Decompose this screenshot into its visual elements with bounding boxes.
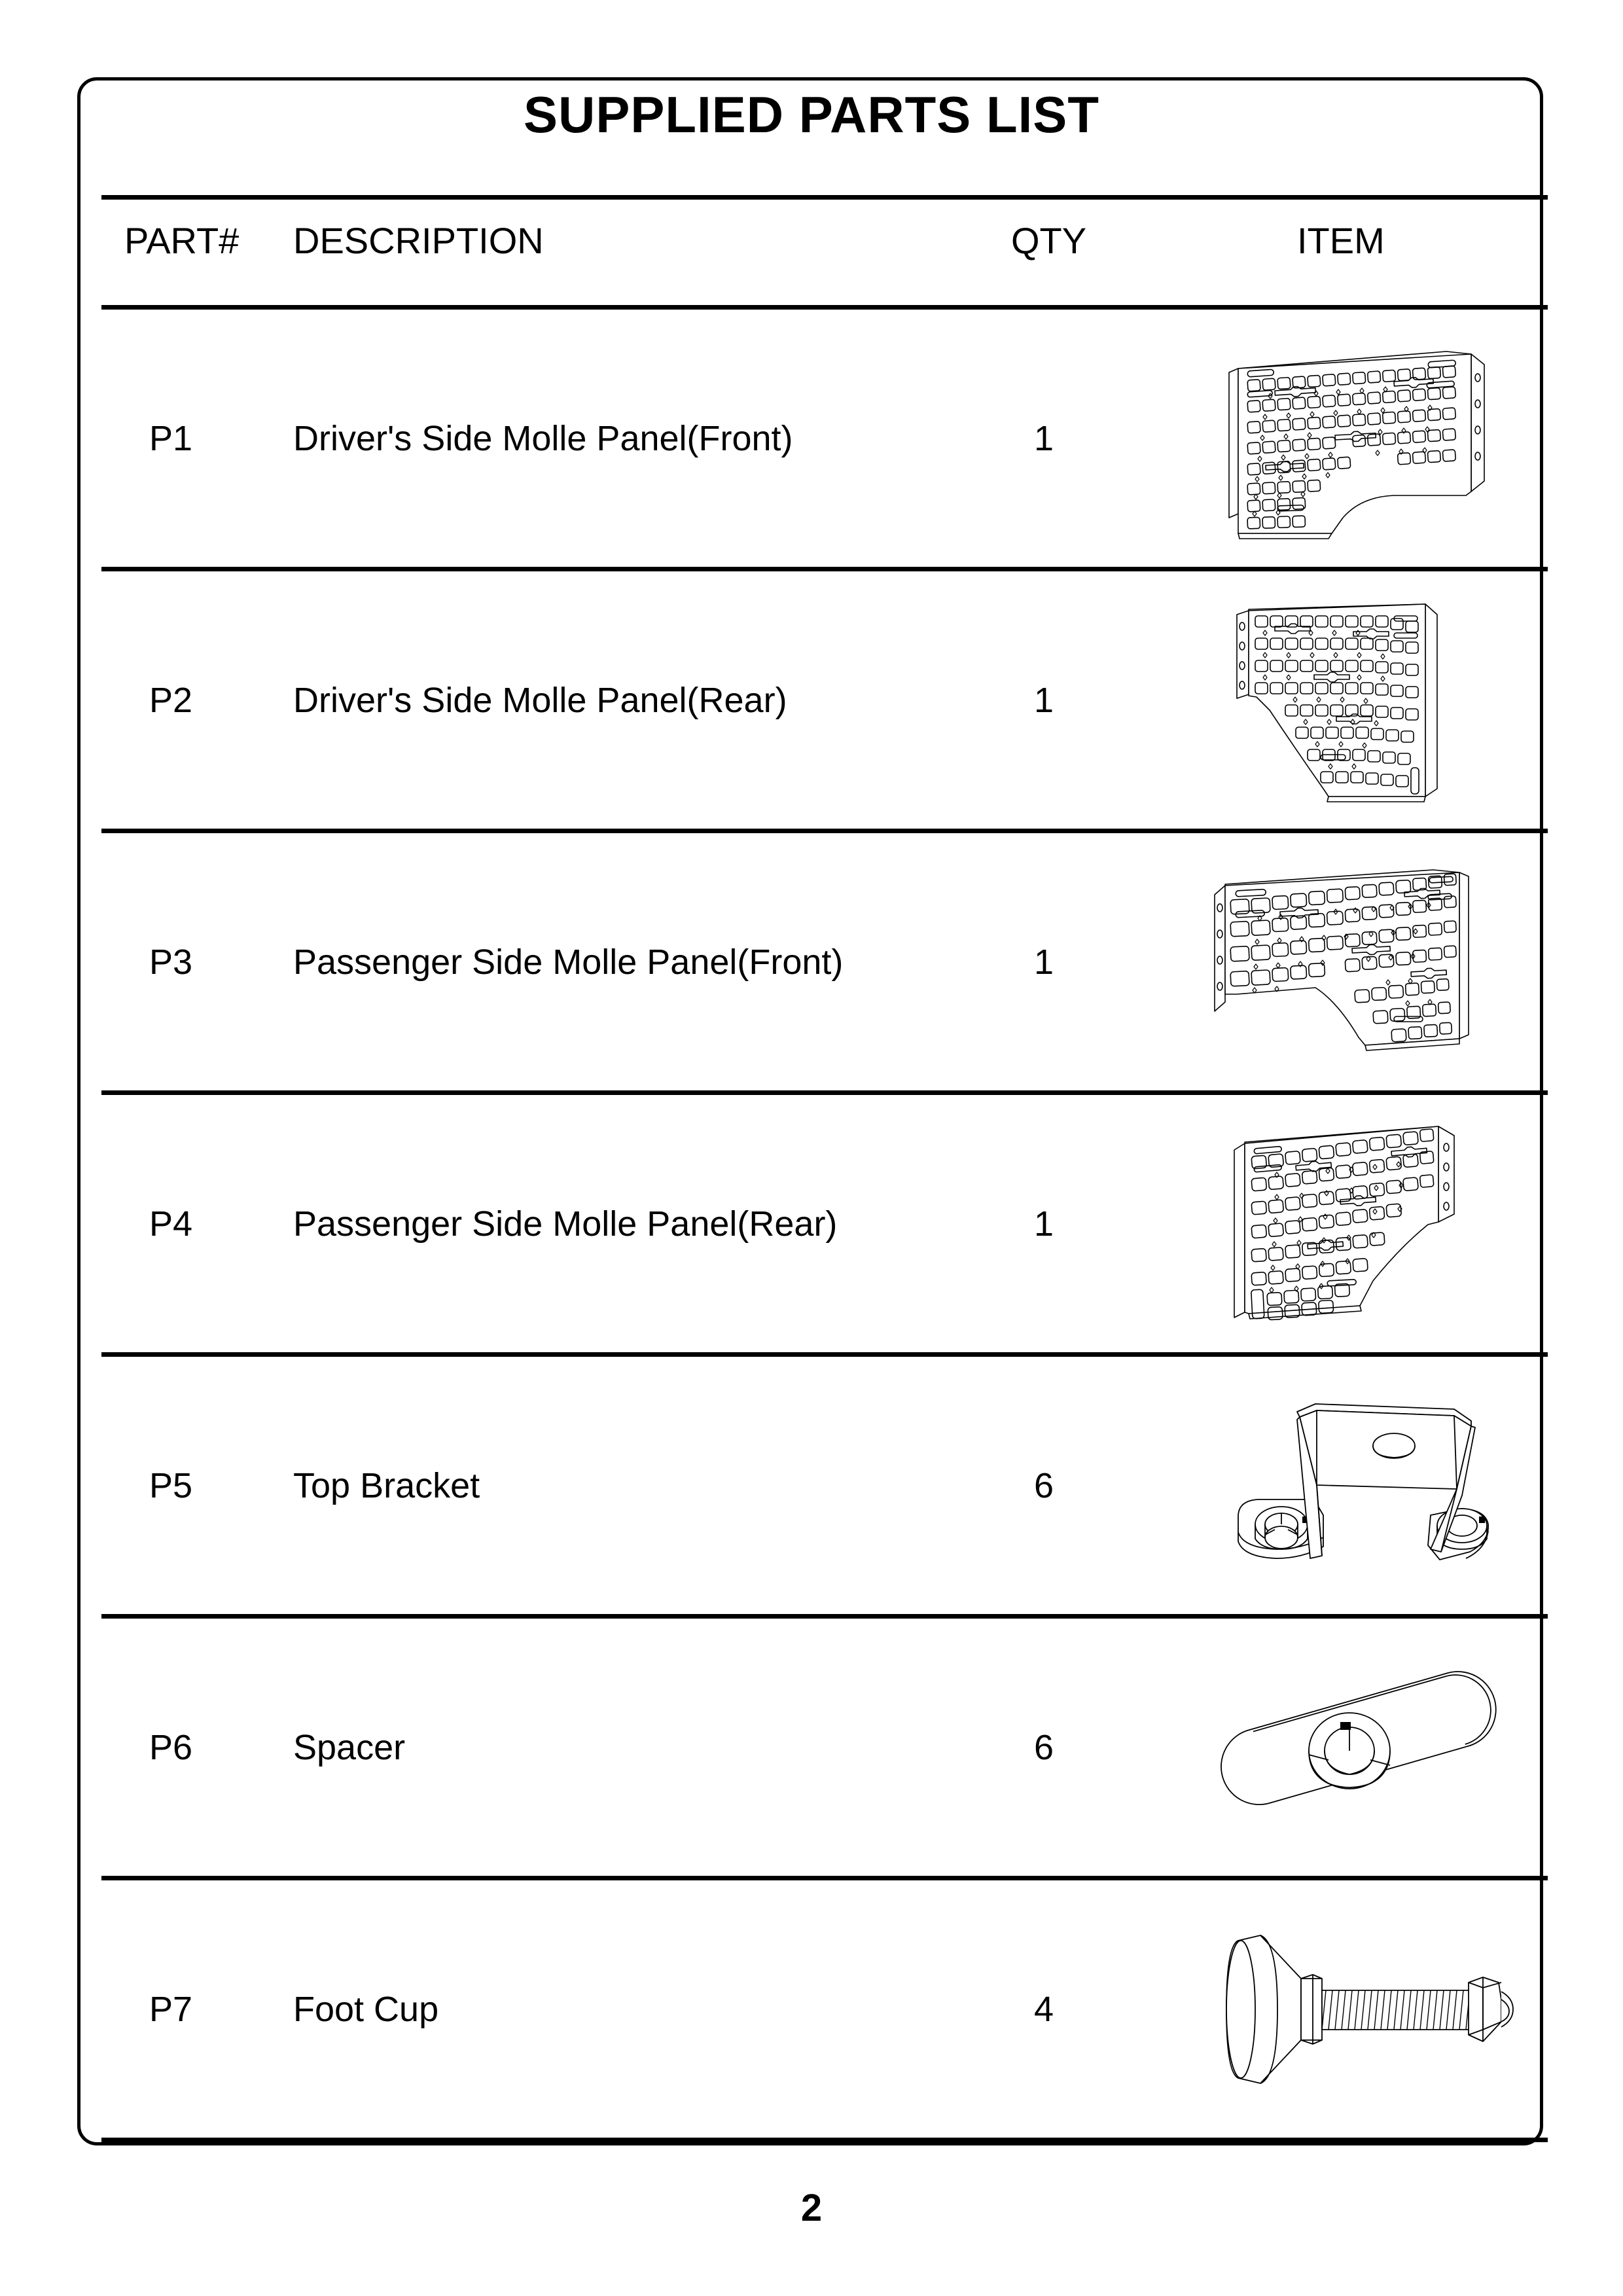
- row-separator-6: [101, 1876, 1548, 1880]
- page-number: 2: [800, 2187, 823, 2229]
- molle-panel-passenger-front-icon: [1198, 854, 1525, 1070]
- row-separator-4: [101, 1352, 1548, 1357]
- table-row: P4 Passenger Side Molle Panel(Rear) 1: [0, 1093, 1623, 1355]
- cell-description: Driver's Side Molle Panel(Rear): [293, 681, 787, 720]
- cell-description: Passenger Side Molle Panel(Front): [293, 942, 844, 982]
- cell-quantity: 1: [1034, 419, 1054, 458]
- table-row: P6 Spacer 6: [0, 1617, 1623, 1878]
- table-bottom-rule: [101, 2138, 1548, 2142]
- table-header-rule: [101, 305, 1548, 310]
- cell-quantity: 1: [1034, 942, 1054, 982]
- top-bracket-icon: [1198, 1378, 1525, 1594]
- cell-part-number: P4: [149, 1204, 193, 1244]
- cell-quantity: 6: [1034, 1466, 1054, 1505]
- cell-quantity: 1: [1034, 1204, 1054, 1244]
- cell-quantity: 1: [1034, 681, 1054, 720]
- cell-description: Foot Cup: [293, 1990, 439, 2029]
- cell-quantity: 4: [1034, 1990, 1054, 2029]
- table-row: P3 Passenger Side Molle Panel(Front) 1: [0, 831, 1623, 1093]
- cell-part-number: P2: [149, 681, 193, 720]
- molle-panel-driver-rear-icon: [1198, 592, 1525, 808]
- table-row: P1 Driver's Side Molle Panel(Front) 1: [0, 308, 1623, 569]
- spacer-icon: [1198, 1640, 1525, 1856]
- column-header-qty: QTY: [1011, 220, 1087, 261]
- row-separator-1: [101, 567, 1548, 571]
- molle-panel-driver-front-icon: [1198, 331, 1525, 547]
- cell-quantity: 6: [1034, 1728, 1054, 1767]
- cell-description: Spacer: [293, 1728, 406, 1767]
- row-separator-2: [101, 829, 1548, 833]
- column-header-description: DESCRIPTION: [293, 220, 544, 261]
- page-title: SUPPLIED PARTS LIST: [524, 86, 1099, 143]
- cell-part-number: P7: [149, 1990, 193, 2029]
- row-separator-5: [101, 1614, 1548, 1619]
- table-header-row: PART# DESCRIPTION QTY ITEM: [0, 219, 1623, 285]
- table-row: P7 Foot Cup 4: [0, 1878, 1623, 2140]
- cell-part-number: P3: [149, 942, 193, 982]
- table-row: P5 Top Bracket 6: [0, 1355, 1623, 1617]
- table-row: P2 Driver's Side Molle Panel(Rear) 1: [0, 569, 1623, 831]
- table-top-rule: [101, 195, 1548, 200]
- cell-description: Top Bracket: [293, 1466, 480, 1505]
- cell-part-number: P6: [149, 1728, 193, 1767]
- cell-part-number: P5: [149, 1466, 193, 1505]
- foot-cup-icon: [1198, 1901, 1525, 2117]
- column-header-item: ITEM: [1297, 220, 1385, 261]
- cell-part-number: P1: [149, 419, 193, 458]
- molle-panel-passenger-rear-icon: [1198, 1116, 1525, 1332]
- row-separator-3: [101, 1090, 1548, 1095]
- column-header-part: PART#: [124, 220, 240, 261]
- cell-description: Driver's Side Molle Panel(Front): [293, 419, 793, 458]
- cell-description: Passenger Side Molle Panel(Rear): [293, 1204, 838, 1244]
